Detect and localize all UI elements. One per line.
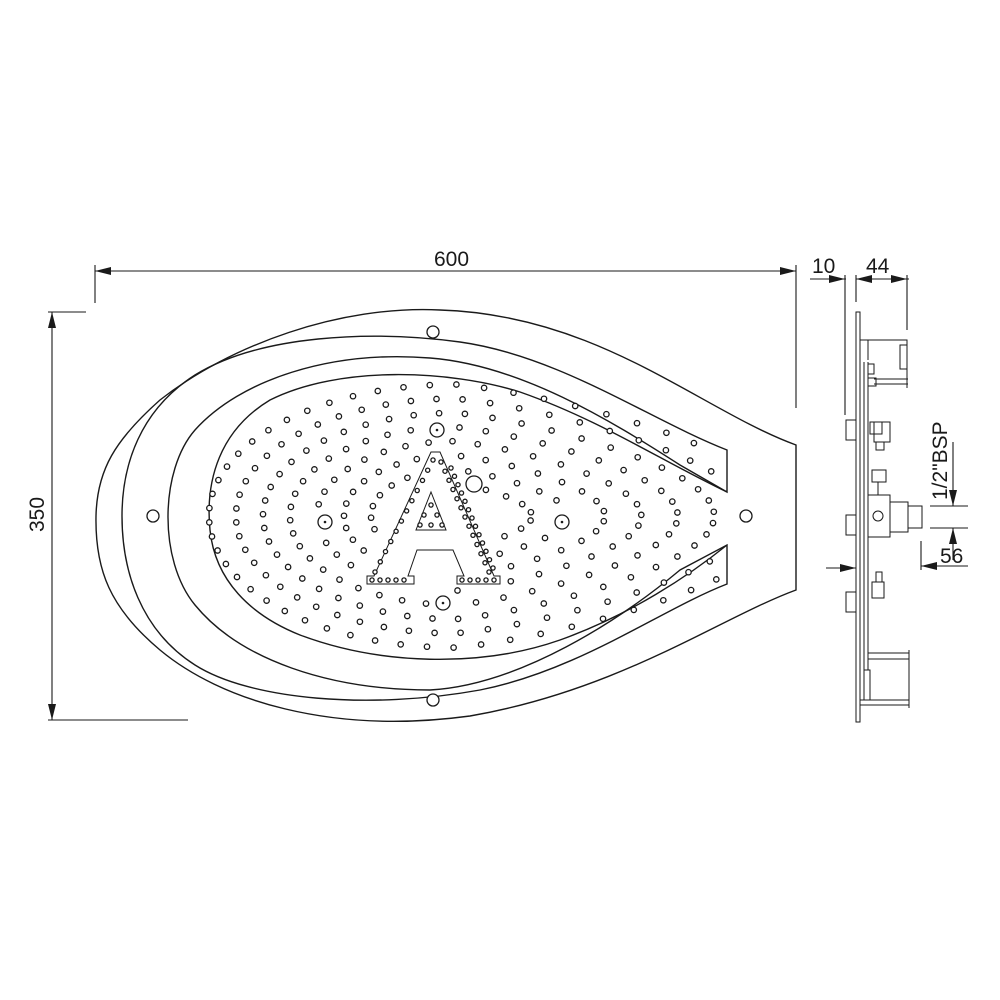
inlet-valve bbox=[867, 469, 923, 538]
dimension-inlet-offset: 56 bbox=[920, 527, 968, 570]
dimension-inlet-label: 56 bbox=[940, 545, 963, 568]
mounting-hole-bottom bbox=[426, 693, 440, 707]
dimension-height: 350 bbox=[26, 311, 188, 721]
dimension-depth-label: 44 bbox=[866, 255, 890, 278]
logo-nozzles bbox=[369, 457, 497, 583]
dimension-thickness-label: 10 bbox=[812, 255, 835, 278]
dimension-plate-thickness: 10 bbox=[810, 255, 856, 572]
dimension-depth: 44 bbox=[855, 255, 909, 330]
nozzle-face-outline bbox=[208, 373, 728, 661]
side-knob-3 bbox=[845, 591, 857, 613]
side-view bbox=[845, 311, 923, 723]
middle-ring bbox=[121, 335, 728, 701]
mounting-hole-right bbox=[739, 509, 753, 523]
side-plate bbox=[855, 311, 861, 723]
mounting-hole-left bbox=[146, 509, 160, 523]
dimension-thread: 1/2"BSP bbox=[929, 421, 968, 507]
top-bracket bbox=[860, 339, 908, 388]
mounting-hole-top bbox=[426, 325, 440, 339]
dimension-thread-label: 1/2"BSP bbox=[929, 421, 952, 500]
front-view bbox=[95, 308, 797, 722]
side-knob-2 bbox=[845, 514, 857, 536]
side-knob-1 bbox=[845, 419, 857, 441]
dimension-width: 600 bbox=[94, 248, 797, 408]
dimension-height-label: 350 bbox=[26, 497, 49, 532]
cluster-nozzle bbox=[465, 475, 483, 493]
jet-nozzles bbox=[317, 422, 570, 611]
dimension-width-label: 600 bbox=[434, 248, 469, 271]
logo-letter-a bbox=[366, 451, 501, 585]
nozzle-pattern bbox=[205, 381, 720, 651]
outer-plate-outline bbox=[95, 308, 797, 722]
bottom-bracket bbox=[860, 650, 910, 708]
